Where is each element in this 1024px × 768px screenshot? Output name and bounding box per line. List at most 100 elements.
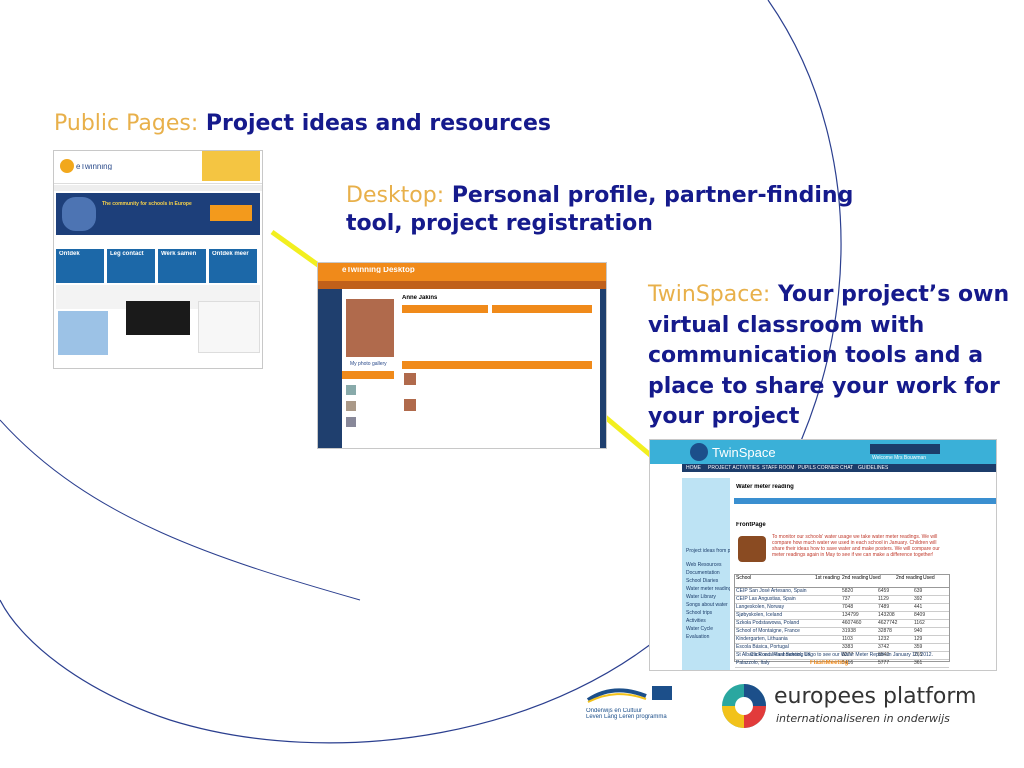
europe-map-icon [62,197,96,231]
table-cell: 5820 [842,588,854,594]
table-header-cell: 1st reading [815,575,840,581]
twinspace-caption: TwinSpace: Your project’s own virtual cl… [648,280,1018,433]
feed-avatar[interactable] [404,373,416,385]
table-cell: 940 [914,628,923,634]
sidebar-item[interactable]: Web Resources [686,562,722,568]
panel-contacts: My Contacts [344,382,372,388]
nav-staff-room[interactable]: STAFF ROOM [762,465,795,471]
hero-banner: The community for schools in Europe [56,193,260,235]
table-cell: 392 [914,596,923,602]
register-button[interactable] [210,205,252,221]
video-thumbnail[interactable] [126,301,190,335]
box-leg-contact[interactable]: Leg contact [107,249,155,283]
nav-project-activities[interactable]: PROJECT ACTIVITIES [708,465,760,471]
onderwijs-en-cultuur-logo: Onderwijs en Cultuur Leven Lang Leren pr… [586,686,676,726]
contact-avatar[interactable] [346,385,356,395]
page-title: Water meter reading [736,484,794,490]
panel-about: About me [404,316,426,322]
table-cell: 7489 [878,604,890,610]
sidebar-item[interactable]: Activities [686,618,706,624]
chest-image [738,536,766,562]
sidebar-item[interactable]: School Diaries [686,578,719,584]
sidebar-item[interactable]: Water meter reading [686,586,730,592]
sidebar-item[interactable]: School trips [686,610,713,616]
panel-feed: eTwinning and me / My Journal [404,372,474,378]
twinspace-screenshot: TwinSpace Welcome Mrs Bouwman HOME PROJE… [650,440,996,670]
table-cell: 143208 [878,612,895,618]
table-cell: 7048 [842,604,854,610]
table-header-cell: School [736,575,752,581]
table-cell: 639 [914,588,923,594]
twinspace-logo-icon [690,443,708,461]
ep-tagline: internationaliseren in onderwijs [776,712,950,725]
table-cell: 1232 [878,636,890,642]
table-row: St Albans Road Infant School, UK 8277 8542… [735,652,949,660]
desktop-keyword: Desktop: [346,183,445,208]
table-cell: 737 [842,596,851,602]
table-cell: 8409 [914,612,926,618]
etwinning-logo-icon [60,159,74,173]
box-werk-samen[interactable]: Werk samen [158,249,206,283]
twinspace-sidebar: Project ideas from pupils Web Resources … [682,478,730,670]
etwinning-brand: eTwinning [76,164,113,170]
europees-platform-logo: europees platform internationaliseren in… [720,682,976,730]
twinspace-nav: HOME PROJECT ACTIVITIES STAFF ROOM PUPIL… [682,464,996,472]
table-cell: 8542 [878,652,890,658]
table-row: CEIP San José Artesano, Spain 5820 6459 639 [735,588,949,596]
box-ontdek[interactable]: Ontdek [56,249,104,283]
sidebar-item[interactable]: Evaluation [686,634,710,640]
sidebar-item[interactable]: Water Library [686,594,716,600]
sidebar-item[interactable]: Songs about water [686,602,728,608]
table-cell: 32878 [878,628,892,634]
feed-avatar[interactable] [404,399,416,411]
contact-avatar[interactable] [346,417,356,427]
hero-text: The community for schools in Europe [102,201,192,207]
table-cell: Sjøbyskolen, Iceland [736,612,783,618]
table-cell: Szkoła Podstawowa, Poland [736,620,800,626]
public-pages-text: Project ideas and resources [205,111,551,136]
nav-chat[interactable]: CHAT [840,465,854,471]
table-cell: CEIP Las Angustias, Spain [736,596,796,602]
table-cell: CEIP San José Artesano, Spain [736,588,807,594]
nav-pupils-corner[interactable]: PUPILS CORNER [798,465,839,471]
table-cell: 129 [914,636,923,642]
contact-avatar[interactable] [346,401,356,411]
table-row: Sjøbyskolen, Iceland 134799 143208 8409 [735,612,949,620]
desktop-caption: Desktop: Personal profile, partner-findi… [346,182,906,238]
table-cell: 359 [914,644,923,650]
public-pages-caption: Public Pages: Project ideas and resource… [54,110,551,138]
wiki-intro: To monitor our schools' water usage we t… [772,534,940,558]
desktop-screenshot: eTwinning Desktop My photo gallery Anne … [318,263,606,448]
wiki-title: FrontPage [736,522,766,528]
table-cell: 1129 [878,596,889,602]
flashmeeting-logo[interactable]: FlashMeeting [810,660,849,666]
table-cell: 6459 [878,588,890,594]
table-cell: 441 [914,604,923,610]
table-cell: 4627742 [878,620,898,626]
table-header-cell: Used [923,575,935,581]
table-cell: St Albans Road Infant School, UK [736,652,811,658]
welcome-text: Welcome Mrs Bouwman [872,455,927,461]
table-cell: 265 [914,652,923,658]
sidebar-item[interactable]: Water Cycle [686,626,714,632]
sidebar-item[interactable]: Documentation [686,570,720,576]
table-cell: 4607460 [842,620,862,626]
desktop-text: Personal profile, partner-finding tool, … [346,183,854,237]
box-ontdek-meer[interactable]: Ontdek meer [209,249,257,283]
nav-guidelines[interactable]: GUIDELINES [858,465,889,471]
table-cell: 134799 [842,612,859,618]
public-pages-keyword: Public Pages: [54,111,199,136]
nav-home[interactable]: HOME [686,465,701,471]
table-cell: Palazzolo, Italy [736,660,770,666]
profile-photo [346,299,394,357]
table-cell: 8277 [842,652,854,658]
sidebar-item[interactable]: Project ideas from pupils [686,548,730,554]
etwinning-portal-screenshot: eTwinning The community for schools in E… [54,151,262,368]
table-header-cell: 2nd reading [896,575,922,581]
